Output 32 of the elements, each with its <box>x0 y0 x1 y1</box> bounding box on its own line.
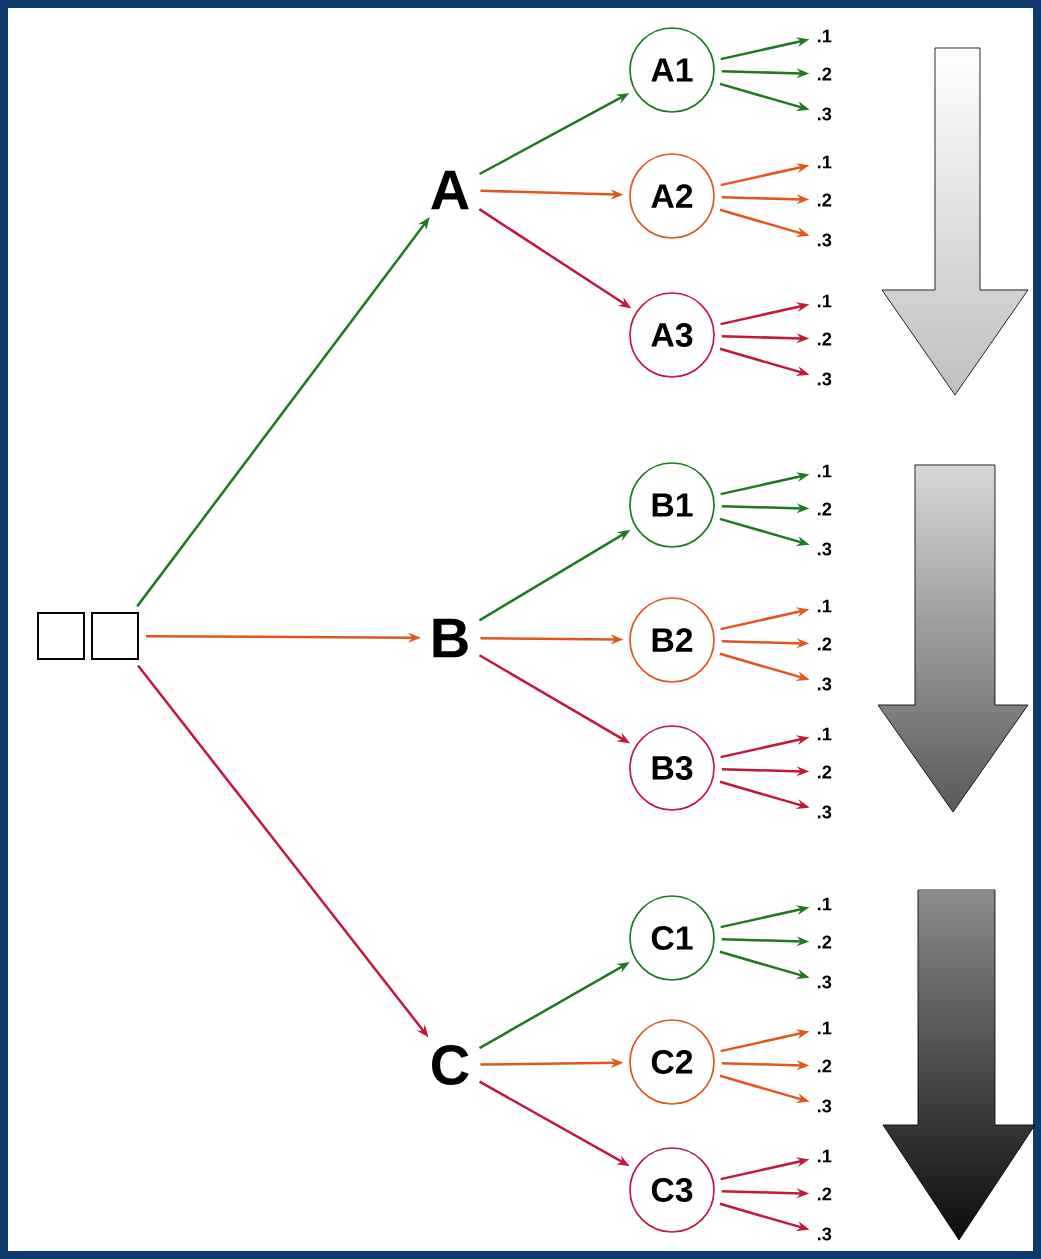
probability-label: .2 <box>817 1059 832 1073</box>
probability-label: .2 <box>817 765 832 779</box>
probability-label: .1 <box>817 29 832 43</box>
probability-label: .1 <box>817 727 832 741</box>
probability-label: .2 <box>817 193 832 207</box>
probability-label: .3 <box>817 372 832 386</box>
probability-label: .2 <box>817 332 832 346</box>
probability-label: .1 <box>817 294 832 308</box>
letter-label: A <box>431 170 469 210</box>
probability-label: .3 <box>817 975 832 989</box>
probability-label: .2 <box>817 637 832 651</box>
probability-label: .3 <box>817 805 832 819</box>
probability-label: .2 <box>817 935 832 949</box>
letter-label: C <box>432 1045 469 1085</box>
probability-label: .1 <box>817 155 832 169</box>
probability-label: .3 <box>817 107 832 121</box>
probability-label: .3 <box>817 1227 832 1241</box>
letter-label: B <box>433 618 468 658</box>
probability-label: .2 <box>817 1187 832 1201</box>
empty-box <box>91 612 139 660</box>
probability-label: .1 <box>817 1149 832 1163</box>
probability-label: .3 <box>817 1099 832 1113</box>
probability-label: .3 <box>817 233 832 247</box>
probability-label: .1 <box>817 599 832 613</box>
probability-label: .1 <box>817 897 832 911</box>
empty-box <box>37 612 85 660</box>
probability-label: .3 <box>817 542 832 556</box>
probability-label: .2 <box>817 67 832 81</box>
probability-label: .1 <box>817 1021 832 1035</box>
probability-label: .3 <box>817 677 832 691</box>
probability-label: .2 <box>817 502 832 516</box>
probability-label: .1 <box>817 464 832 478</box>
